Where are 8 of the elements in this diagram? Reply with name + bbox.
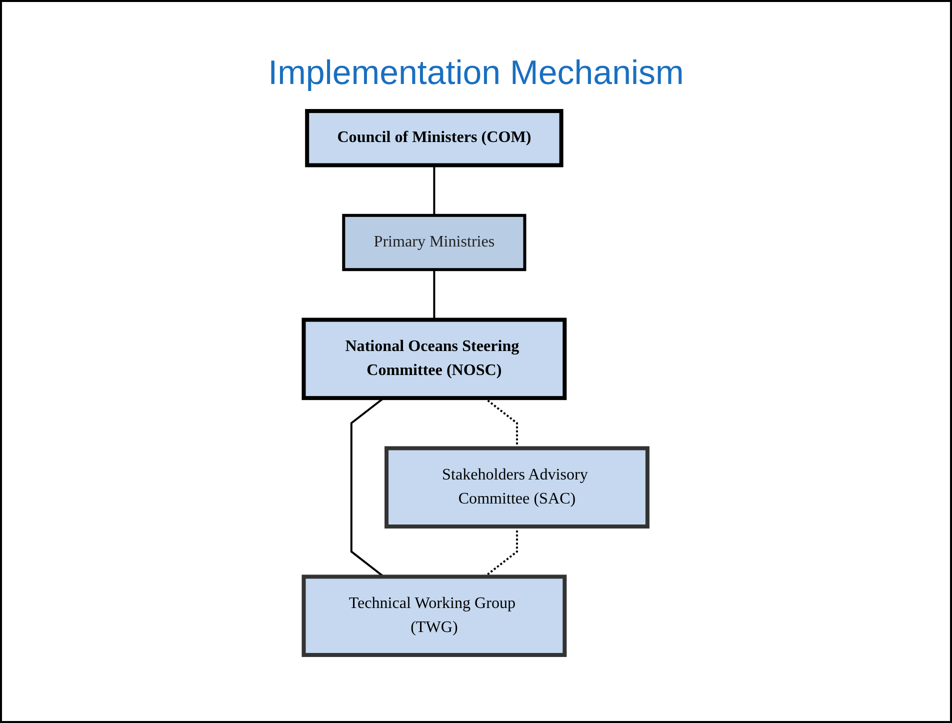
connector	[434, 270, 436, 320]
node-box: Primary Ministries	[342, 214, 527, 272]
node-box: National Oceans Steering Committee (NOSC)	[302, 318, 568, 400]
node-box: Stakeholders Advisory Committee (SAC)	[384, 446, 650, 529]
connector	[434, 165, 436, 216]
node-box: Technical Working Group (TWG)	[302, 574, 568, 657]
node-box: Council of Ministers (COM)	[305, 109, 564, 168]
diagram-title: Implementation Mechanism	[268, 54, 684, 93]
